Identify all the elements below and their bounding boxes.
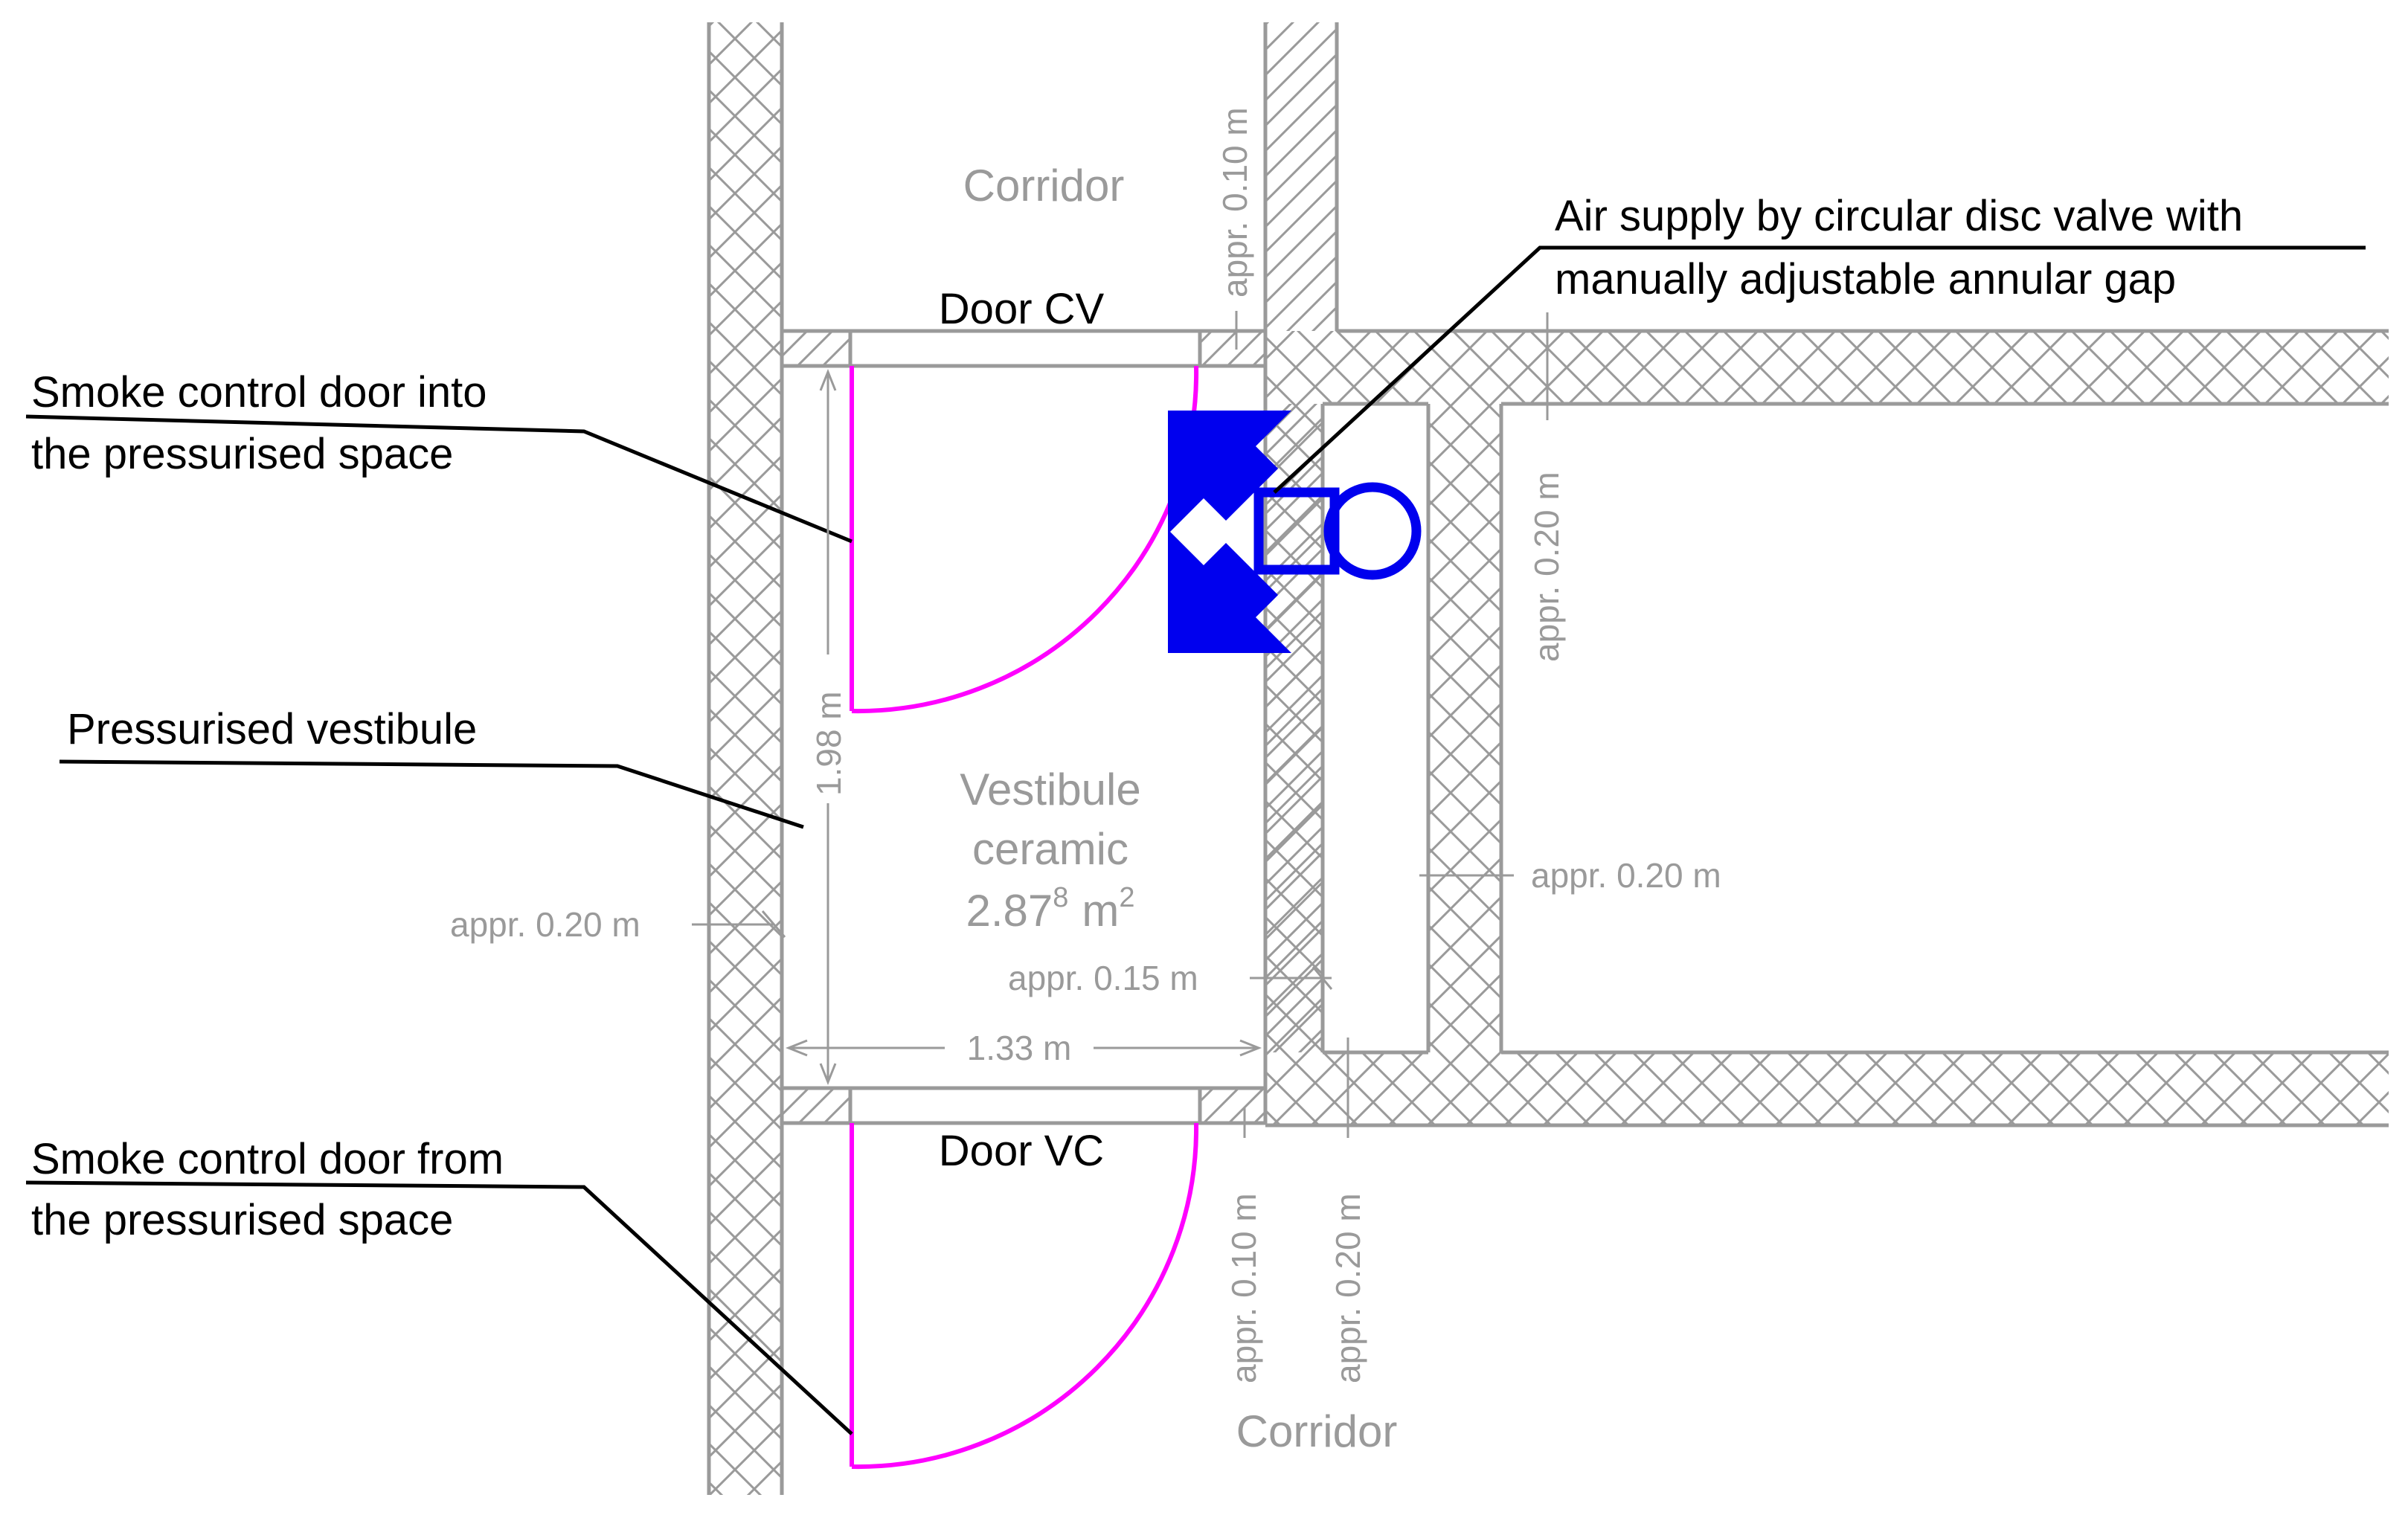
area-unit: m bbox=[1082, 886, 1119, 936]
dim-partition-line bbox=[1250, 966, 1333, 990]
dim-right-wall-v-label: appr. 0.20 m bbox=[1527, 472, 1566, 662]
leader-vestibule bbox=[59, 759, 804, 829]
dim-width-label: 1.33 m bbox=[967, 1029, 1072, 1067]
door-vc-swing bbox=[850, 1122, 1199, 1470]
corridor-bottom-label: Corridor bbox=[1236, 1406, 1398, 1456]
corridor-top-label: Corridor bbox=[963, 161, 1125, 210]
disc-valve-icon bbox=[1253, 482, 1422, 580]
door-vc-label: Door VC bbox=[939, 1127, 1104, 1175]
corridor-top-wall bbox=[1263, 22, 1339, 331]
air-supply-callout-line1: Air supply by circular disc valve with bbox=[1555, 192, 2243, 240]
door-into-callout-line1: Smoke control door into bbox=[31, 368, 487, 416]
door-into-callout-line2: the pressurised space bbox=[31, 430, 453, 478]
door-from-callout-line1: Smoke control door from bbox=[31, 1135, 504, 1183]
airflow-arrow-down-icon bbox=[1168, 530, 1291, 653]
dim-top-gap-label: appr. 0.10 m bbox=[1216, 107, 1254, 297]
vestibule-callout: Pressurised vestibule bbox=[67, 705, 477, 753]
dim-bottom-wall-label: appr. 0.20 m bbox=[1329, 1193, 1367, 1383]
left-wall bbox=[707, 22, 784, 1495]
top-right-wall bbox=[1265, 329, 2389, 406]
area-value: 2.87 bbox=[966, 886, 1053, 936]
dim-right-wall-h-label: appr. 0.20 m bbox=[1531, 856, 1721, 895]
dim-width-line bbox=[785, 1039, 1262, 1057]
air-supply-callout-line2: manually adjustable annular gap bbox=[1555, 255, 2176, 303]
door-cv-swing bbox=[850, 365, 1199, 714]
leader-door-from bbox=[25, 1180, 853, 1435]
dim-height-line bbox=[819, 368, 837, 1086]
vestibule-floor-label: ceramic bbox=[972, 824, 1128, 874]
area-unit-sup: 2 bbox=[1119, 882, 1134, 913]
door-cv-label: Door CV bbox=[939, 285, 1105, 333]
airflow-arrow-up-icon bbox=[1168, 411, 1291, 534]
dim-bottom-gap-label: appr. 0.10 m bbox=[1224, 1193, 1263, 1383]
bottom-right-wall bbox=[1265, 1050, 2389, 1128]
door-vc-frame bbox=[780, 1086, 1268, 1125]
dim-partition-label: appr. 0.15 m bbox=[1008, 959, 1198, 997]
area-value-sup: 8 bbox=[1053, 882, 1068, 913]
dim-left-wall-label: appr. 0.20 m bbox=[450, 905, 640, 944]
door-from-callout-line2: the pressurised space bbox=[31, 1196, 453, 1244]
dim-left-wall-line bbox=[692, 910, 786, 938]
vestibule-partition bbox=[1263, 364, 1428, 1088]
leader-door-into bbox=[25, 414, 853, 544]
leader-air-supply bbox=[1273, 245, 2366, 494]
dim-height-label: 1.98 m bbox=[809, 691, 848, 796]
vestibule-name-label: Vestibule bbox=[960, 765, 1141, 814]
door-cv-frame bbox=[780, 329, 1268, 368]
